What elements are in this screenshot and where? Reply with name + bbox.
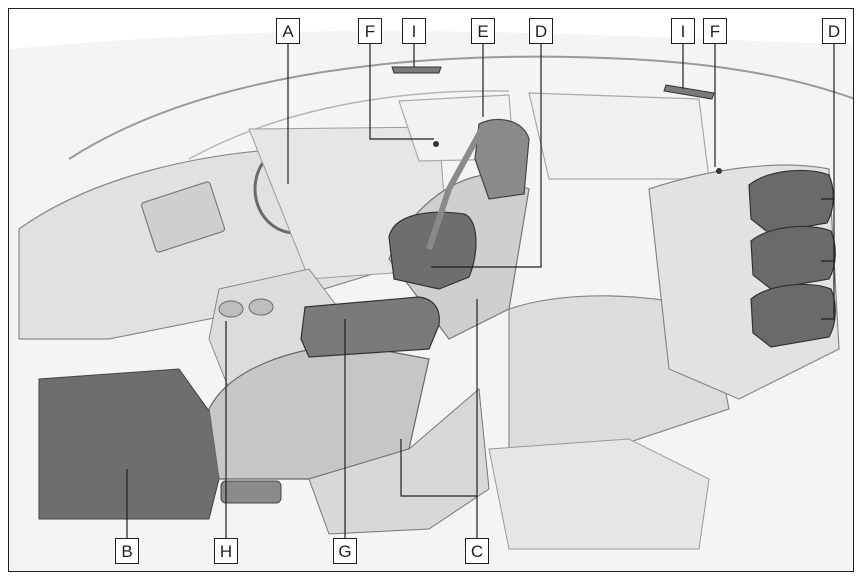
callout-a-label: A — [276, 18, 300, 44]
callout-g-label: G — [333, 538, 357, 564]
callout-b-label: B — [115, 538, 139, 564]
seat-switches — [221, 481, 281, 503]
car-interior-illustration — [9, 9, 854, 572]
callout-e-label: E — [471, 18, 495, 44]
front-head-restraint — [389, 212, 476, 289]
armrest — [301, 297, 439, 357]
coat-hook-front — [433, 141, 439, 147]
assist-grip-front — [392, 67, 441, 73]
callout-d-label-rear: D — [822, 18, 846, 44]
diagram-frame: A F I E D I F D B H G C — [8, 8, 854, 572]
callout-f-label-rear: F — [703, 18, 727, 44]
cup-holder-2 — [249, 299, 273, 315]
callout-i-label-front: I — [402, 18, 426, 44]
callout-c-label: C — [465, 538, 489, 564]
rear-head-restraint-3 — [751, 284, 835, 347]
callout-f-label-front: F — [358, 18, 382, 44]
rear-window — [529, 93, 709, 179]
rear-head-restraint-2 — [751, 226, 835, 289]
cup-holder-1 — [219, 301, 243, 317]
callout-h-label: H — [214, 538, 238, 564]
callout-d-label-front: D — [529, 18, 553, 44]
callout-i-label-rear: I — [671, 18, 695, 44]
coat-hook-rear — [716, 168, 722, 174]
rear-head-restraint-1 — [749, 170, 833, 233]
